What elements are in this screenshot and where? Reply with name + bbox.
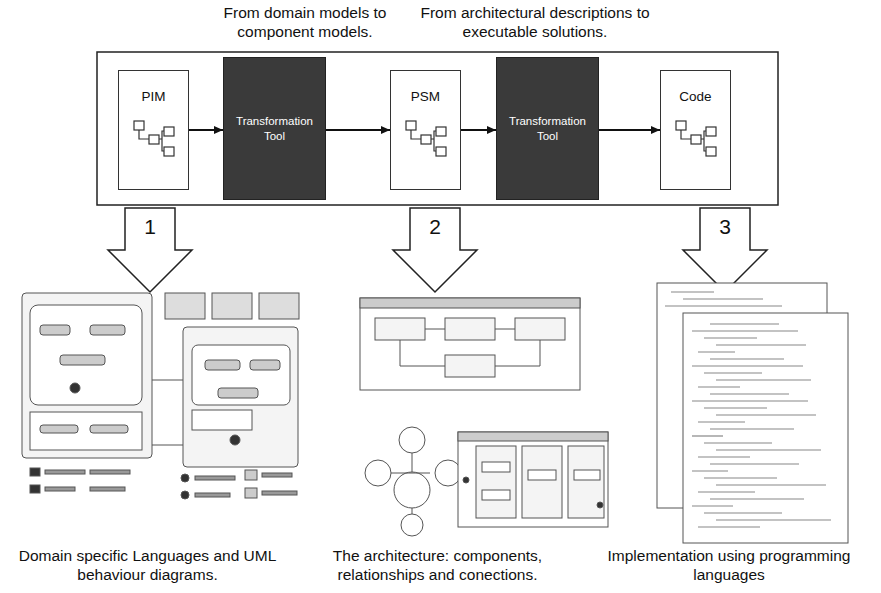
model-box: PIM [118,70,189,190]
model-box: PSM [390,70,461,190]
model-icon [404,117,448,161]
caption-text: The architecture: components, relationsh… [300,547,575,584]
transformation-box: Transformation Tool [223,57,326,200]
model-label: PSM [391,89,460,104]
model-label: PIM [119,89,188,104]
transformation-box: Transformation Tool [496,57,599,200]
model-icon [674,117,718,161]
model-icon [132,117,176,161]
caption-text: Implementation using programming languag… [580,547,878,584]
callout-number: 3 [705,214,745,239]
down-arrows [108,208,767,292]
flow-arrow [461,129,496,131]
flow-arrow [326,129,390,131]
outer-frame [97,52,778,205]
flow-arrow [599,129,660,131]
model-label: Code [661,89,730,104]
callout-number: 1 [130,214,170,239]
callout-number: 2 [415,214,455,239]
caption-text: Domain specific Languages and UML behavi… [10,547,285,584]
caption-text: From architectural descriptions to execu… [400,4,670,41]
tool-label: Transformation Tool [224,114,325,143]
caption-text: From domain models to component models. [200,4,410,41]
tool-label: Transformation Tool [497,114,598,143]
flow-arrow [189,129,223,131]
model-box: Code [660,70,731,190]
domain-model-illustration [22,293,299,499]
code-illustration [657,283,848,543]
architecture-illustration [360,298,608,536]
